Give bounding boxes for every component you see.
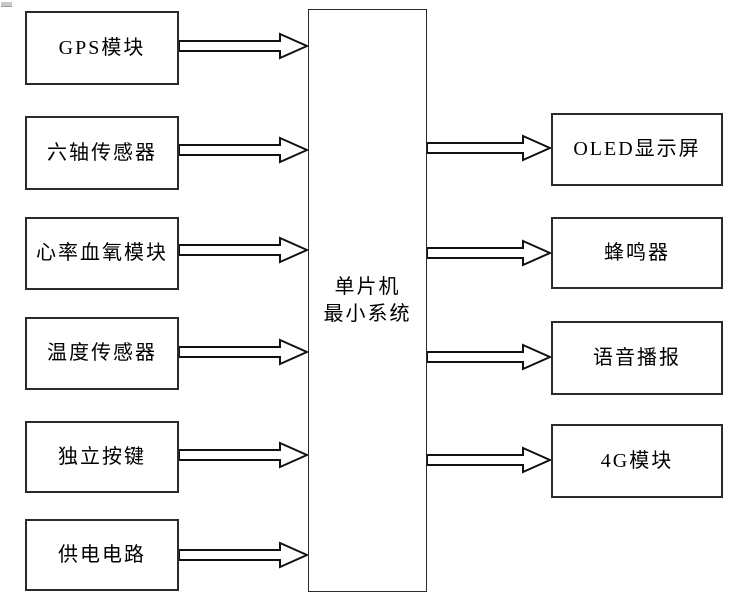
arrow-gps-to-mcu (179, 32, 308, 60)
node-4g-module: 4G模块 (551, 424, 723, 498)
node-label: 心率血氧模块 (36, 242, 168, 264)
node-label: 语音播报 (593, 346, 681, 369)
node-label-line1: 单片机 (334, 275, 401, 298)
node-voice-broadcast: 语音播报 (551, 321, 723, 395)
node-label: 独立按键 (58, 445, 146, 468)
node-buzzer: 蜂鸣器 (551, 217, 723, 289)
node-six-axis-sensor: 六轴传感器 (25, 116, 179, 190)
node-heart-rate-blood-oxygen-module: 心率血氧模块 (25, 217, 179, 290)
node-label: 温度传感器 (47, 342, 157, 364)
node-gps-module: GPS模块 (25, 11, 179, 85)
arrow-temperature-to-mcu (179, 338, 308, 366)
node-oled-display: OLED显示屏 (551, 113, 723, 186)
arrow-heart-rate-to-mcu (179, 236, 308, 264)
node-independent-keys: 独立按键 (25, 421, 179, 493)
node-label: 蜂鸣器 (604, 241, 670, 264)
arrow-mcu-to-buzzer (427, 239, 551, 267)
arrow-mcu-to-voice (427, 343, 551, 371)
arrow-six-axis-to-mcu (179, 136, 308, 164)
node-label: 4G模块 (600, 449, 674, 472)
node-label: 单片机 最小系统 (324, 274, 412, 328)
node-temperature-sensor: 温度传感器 (25, 317, 179, 390)
node-mcu-minimum-system: 单片机 最小系统 (308, 9, 427, 592)
scan-artifact (1, 2, 12, 7)
node-label: OLED显示屏 (573, 138, 701, 160)
node-label: GPS模块 (58, 36, 146, 59)
node-power-supply-circuit: 供电电路 (25, 519, 179, 591)
node-label-line2: 最小系统 (323, 302, 412, 325)
arrow-mcu-to-4g (427, 446, 551, 474)
node-label: 供电电路 (58, 543, 146, 566)
arrow-power-to-mcu (179, 541, 308, 569)
arrow-mcu-to-oled (427, 134, 551, 162)
node-label: 六轴传感器 (47, 141, 157, 164)
arrow-keys-to-mcu (179, 441, 308, 469)
